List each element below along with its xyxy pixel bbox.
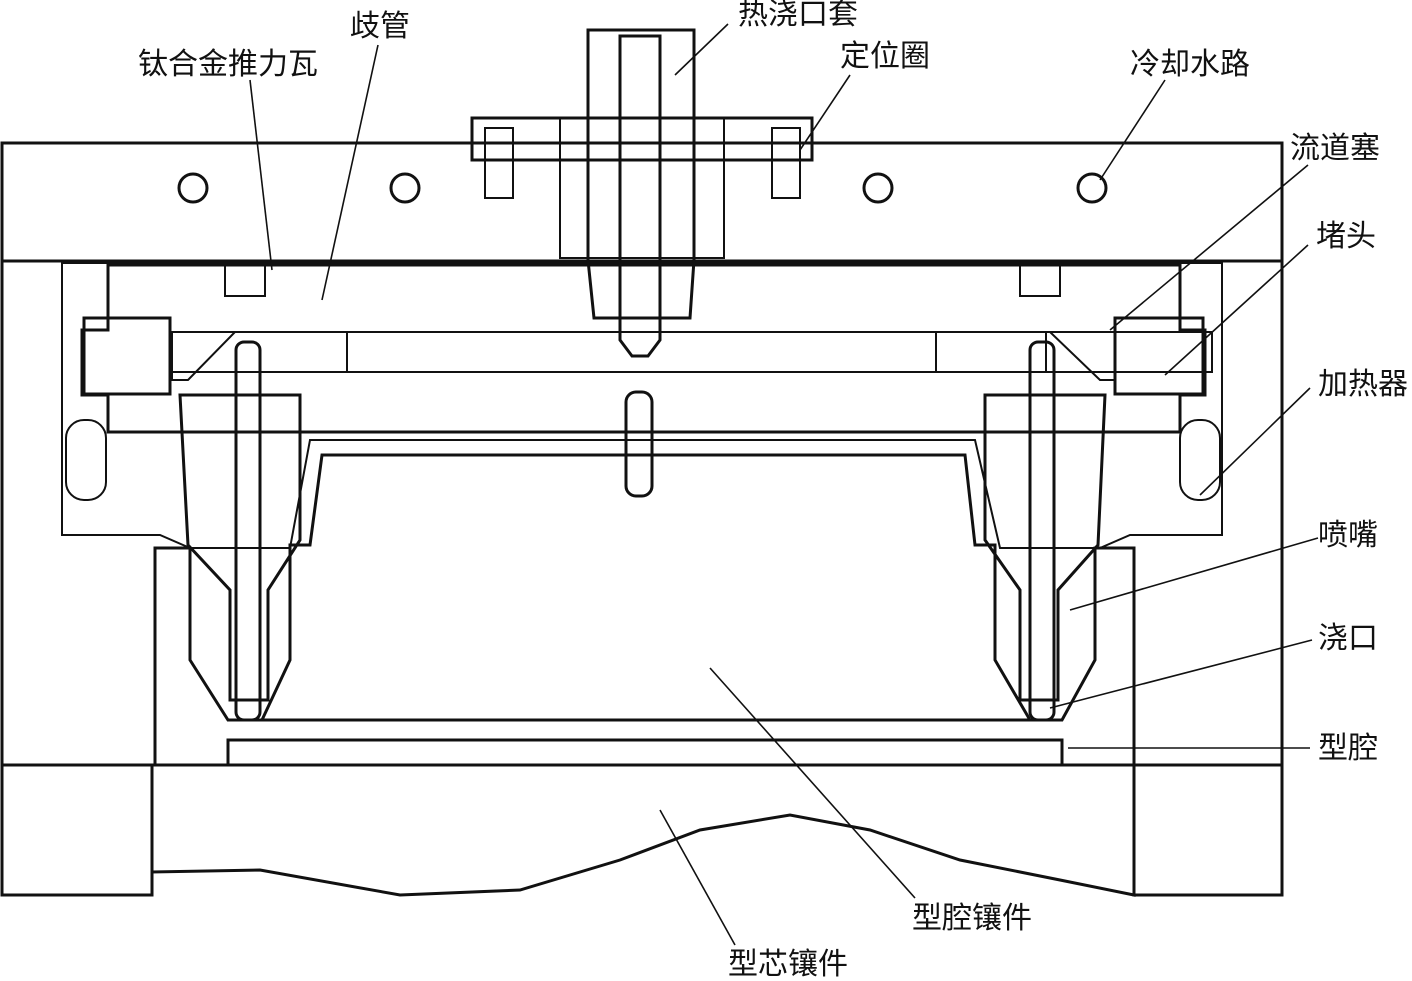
label-cavity-insert: 型腔镶件 bbox=[912, 901, 1032, 936]
label-gate: 浇口 bbox=[1318, 621, 1378, 656]
label-runner-plug: 流道塞 bbox=[1290, 131, 1380, 166]
manifold-pocket bbox=[61, 262, 1223, 549]
end-plug-left bbox=[82, 316, 172, 396]
label-heater: 加热器 bbox=[1318, 367, 1408, 402]
locating-ring bbox=[470, 116, 814, 259]
label-hot-sprue-bushing: 热浇口套 bbox=[738, 0, 858, 32]
core-plate bbox=[0, 763, 1284, 897]
center-dowel bbox=[624, 390, 654, 498]
cooling-channel-holes bbox=[177, 172, 1108, 204]
leader-lines bbox=[249, 23, 1319, 946]
nozzle-right bbox=[983, 340, 1107, 722]
heaters bbox=[65, 419, 1221, 501]
runner-plug-right bbox=[1047, 331, 1116, 381]
runner-plug-left bbox=[171, 331, 238, 381]
label-manifold: 歧管 bbox=[350, 9, 410, 44]
label-core-insert: 型芯镶件 bbox=[728, 947, 848, 981]
nozzle-left bbox=[178, 340, 302, 722]
label-nozzle: 喷嘴 bbox=[1318, 518, 1378, 553]
label-titanium-thrust-pad: 钛合金推力瓦 bbox=[138, 47, 318, 82]
label-end-plug: 堵头 bbox=[1316, 219, 1376, 254]
hot-runner-plate bbox=[0, 259, 1284, 767]
label-cooling-channel: 冷却水路 bbox=[1130, 47, 1250, 82]
label-cavity: 型腔 bbox=[1318, 731, 1378, 766]
callout-labels: 热浇口套 歧管 钛合金推力瓦 定位圈 冷却水路 流道塞 堵头 加热器 喷嘴 浇口… bbox=[138, 0, 1408, 981]
cavity-insert bbox=[153, 546, 1136, 767]
hot-sprue-bushing bbox=[586, 28, 696, 358]
manifold bbox=[80, 263, 1213, 434]
titanium-thrust-pads bbox=[224, 261, 1061, 297]
label-locating-ring: 定位圈 bbox=[840, 39, 930, 74]
